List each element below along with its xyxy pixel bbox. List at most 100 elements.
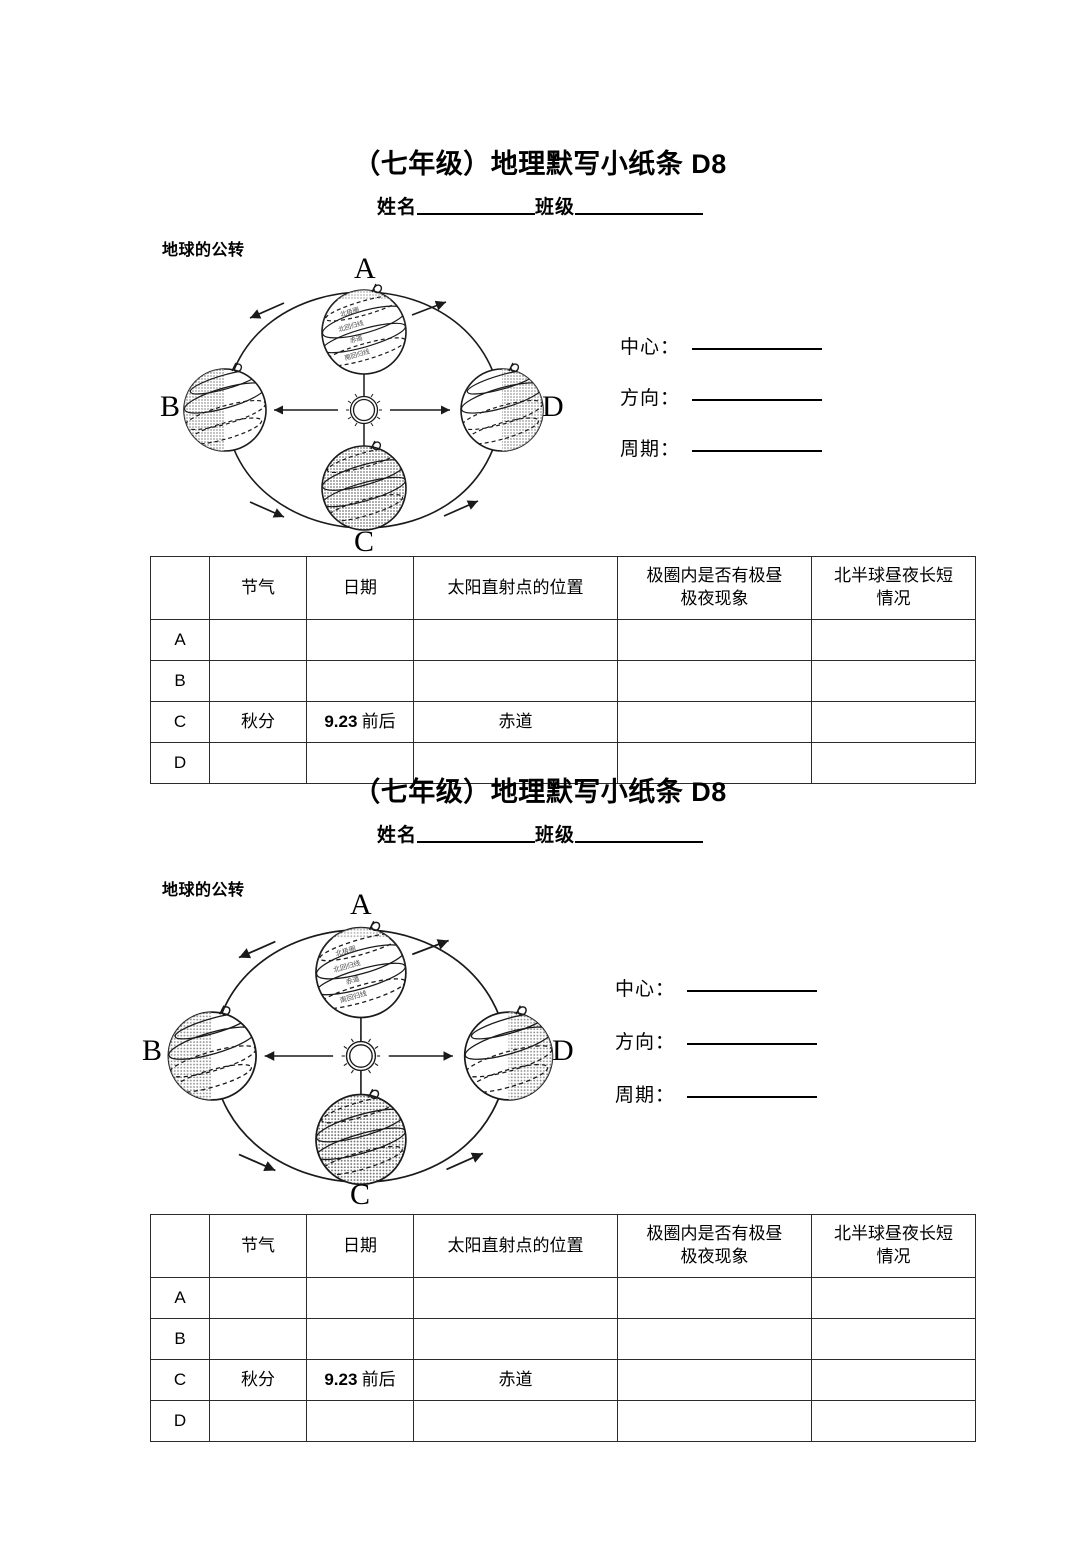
- cell-daylength-a[interactable]: [811, 619, 976, 661]
- table-row: D: [150, 742, 976, 784]
- diagram-label-d: D: [542, 390, 564, 423]
- cell-sun-position-b[interactable]: [413, 660, 618, 702]
- cell-polar-b[interactable]: [617, 660, 812, 702]
- cell-jieqi-d-2[interactable]: [209, 1400, 307, 1442]
- cell-jieqi-c-2[interactable]: 秋分: [209, 1359, 307, 1401]
- name-class-line-2: 姓名 班级: [0, 820, 1080, 847]
- diagram-label-a-2: A: [350, 888, 372, 921]
- blank-label-period-2: 周期：: [615, 1085, 676, 1106]
- row-index-a: A: [150, 619, 210, 661]
- th-sun-position-2: 太阳直射点的位置: [413, 1214, 618, 1278]
- cell-date-c-num-2: 9.23: [324, 1369, 358, 1389]
- cell-date-a[interactable]: [306, 619, 414, 661]
- cell-date-a-2[interactable]: [306, 1277, 414, 1319]
- th-polar-line1: 极圈内是否有极昼: [646, 566, 783, 586]
- table-header-row: 节气 日期 太阳直射点的位置 极圈内是否有极昼 极夜现象 北半球昼夜长短 情况: [150, 556, 976, 620]
- globe-b-2: [167, 1005, 257, 1101]
- cell-sun-position-d-2[interactable]: [413, 1400, 618, 1442]
- name-label-2: 姓名: [376, 824, 417, 846]
- class-input-blank-2[interactable]: [575, 840, 704, 843]
- cell-sun-position-b-2[interactable]: [413, 1318, 618, 1360]
- cell-jieqi-d[interactable]: [209, 742, 307, 784]
- cell-daylength-a-2[interactable]: [811, 1277, 976, 1319]
- name-input-blank[interactable]: [417, 212, 535, 215]
- cell-sun-position-a[interactable]: [413, 619, 618, 661]
- axis-d-2: [515, 1005, 527, 1016]
- table-row: C 秋分 9.23 前后 赤道: [150, 701, 976, 743]
- cell-daylength-d[interactable]: [811, 742, 976, 784]
- class-label-2: 班级: [535, 824, 576, 846]
- cell-sun-position-d[interactable]: [413, 742, 618, 784]
- cell-polar-c-2[interactable]: [617, 1359, 812, 1401]
- cell-daylength-c[interactable]: [811, 701, 976, 743]
- th-polar-line2: 极夜现象: [680, 589, 749, 608]
- axis-d: [508, 362, 520, 373]
- cell-jieqi-a-2[interactable]: [209, 1277, 307, 1319]
- sun-icon-2: [341, 1036, 381, 1076]
- blank-input-center-2[interactable]: [687, 990, 818, 992]
- cell-polar-b-2[interactable]: [617, 1318, 812, 1360]
- blank-input-center[interactable]: [692, 348, 823, 350]
- earth-revolution-diagram: 北极圈 北回归线 赤道 南回归线: [150, 252, 580, 558]
- cell-date-c-2[interactable]: 9.23 前后: [306, 1359, 414, 1401]
- cell-sun-position-a-2[interactable]: [413, 1277, 618, 1319]
- table-row: D: [150, 1400, 976, 1442]
- cell-date-b-2[interactable]: [306, 1318, 414, 1360]
- page-title: （七年级）地理默写小纸条 D8: [353, 149, 727, 179]
- th-sun-position: 太阳直射点的位置: [413, 556, 618, 620]
- th-polar-line2-2: 极夜现象: [680, 1247, 749, 1266]
- cell-daylength-b[interactable]: [811, 660, 976, 702]
- revolution-blank-list: 中心： 方向： 周期：: [620, 332, 823, 461]
- axis-a: [371, 283, 383, 294]
- cell-polar-c[interactable]: [617, 701, 812, 743]
- cell-polar-a-2[interactable]: [617, 1277, 812, 1319]
- axis-a-2: [368, 920, 381, 932]
- th-daylength-2: 北半球昼夜长短 情况: [811, 1214, 976, 1278]
- cell-date-d-2[interactable]: [306, 1400, 414, 1442]
- worksheet-copy-2: （七年级）地理默写小纸条 D8 姓名班级 地球的公转: [0, 777, 1080, 1442]
- th-daylength-line1: 北半球昼夜长短: [834, 566, 953, 586]
- name-input-blank-2[interactable]: [417, 840, 535, 843]
- worksheet-copy-1: （七年级）地理默写小纸条 D8 姓名班级 地球的公转: [0, 149, 1080, 784]
- cell-daylength-c-2[interactable]: [811, 1359, 976, 1401]
- page-title-2: （七年级）地理默写小纸条 D8: [353, 777, 727, 807]
- name-class-line: 姓名班级: [0, 192, 1080, 219]
- cell-jieqi-b[interactable]: [209, 660, 307, 702]
- cell-sun-position-c[interactable]: 赤道: [413, 701, 618, 743]
- globe-c: [321, 440, 407, 531]
- th-jieqi-2: 节气: [209, 1214, 307, 1278]
- blank-input-direction[interactable]: [692, 399, 823, 401]
- table-row: B: [150, 660, 976, 702]
- cell-date-b[interactable]: [306, 660, 414, 702]
- row-index-d-2: D: [150, 1400, 210, 1442]
- row-index-a-2: A: [150, 1277, 210, 1319]
- th-daylength-line2: 情况: [876, 589, 911, 608]
- revolution-blank-list-2: 中心： 方向： 周期：: [615, 974, 818, 1107]
- cell-date-c-num: 9.23: [324, 711, 358, 731]
- diagram-label-b: B: [160, 390, 181, 423]
- row-index-b: B: [150, 660, 210, 702]
- th-polar-phenomenon-2: 极圈内是否有极昼 极夜现象: [617, 1214, 812, 1278]
- orbit-direction-arrows: [249, 300, 479, 518]
- th-daylength: 北半球昼夜长短 情况: [811, 556, 976, 620]
- solar-terms-table-2: 节气 日期 太阳直射点的位置 极圈内是否有极昼 极夜现象 北半球昼夜长短 情况 …: [150, 1214, 976, 1442]
- row-index-b-2: B: [150, 1318, 210, 1360]
- cell-date-c[interactable]: 9.23 前后: [306, 701, 414, 743]
- th-date: 日期: [306, 556, 414, 620]
- axis-c-2: [367, 1088, 380, 1100]
- cell-daylength-b-2[interactable]: [811, 1318, 976, 1360]
- cell-daylength-d-2[interactable]: [811, 1400, 976, 1442]
- earth-revolution-diagram-2: 北极圈 北回归线 赤道 南回归线: [132, 888, 592, 1211]
- cell-jieqi-b-2[interactable]: [209, 1318, 307, 1360]
- cell-jieqi-a[interactable]: [209, 619, 307, 661]
- blank-input-period-2[interactable]: [687, 1096, 818, 1098]
- cell-polar-d[interactable]: [617, 742, 812, 784]
- cell-jieqi-c[interactable]: 秋分: [209, 701, 307, 743]
- cell-polar-d-2[interactable]: [617, 1400, 812, 1442]
- blank-input-direction-2[interactable]: [687, 1043, 818, 1045]
- blank-input-period[interactable]: [692, 450, 823, 452]
- cell-polar-a[interactable]: [617, 619, 812, 661]
- cell-sun-position-c-2[interactable]: 赤道: [413, 1359, 618, 1401]
- cell-date-d[interactable]: [306, 742, 414, 784]
- class-input-blank[interactable]: [575, 212, 704, 215]
